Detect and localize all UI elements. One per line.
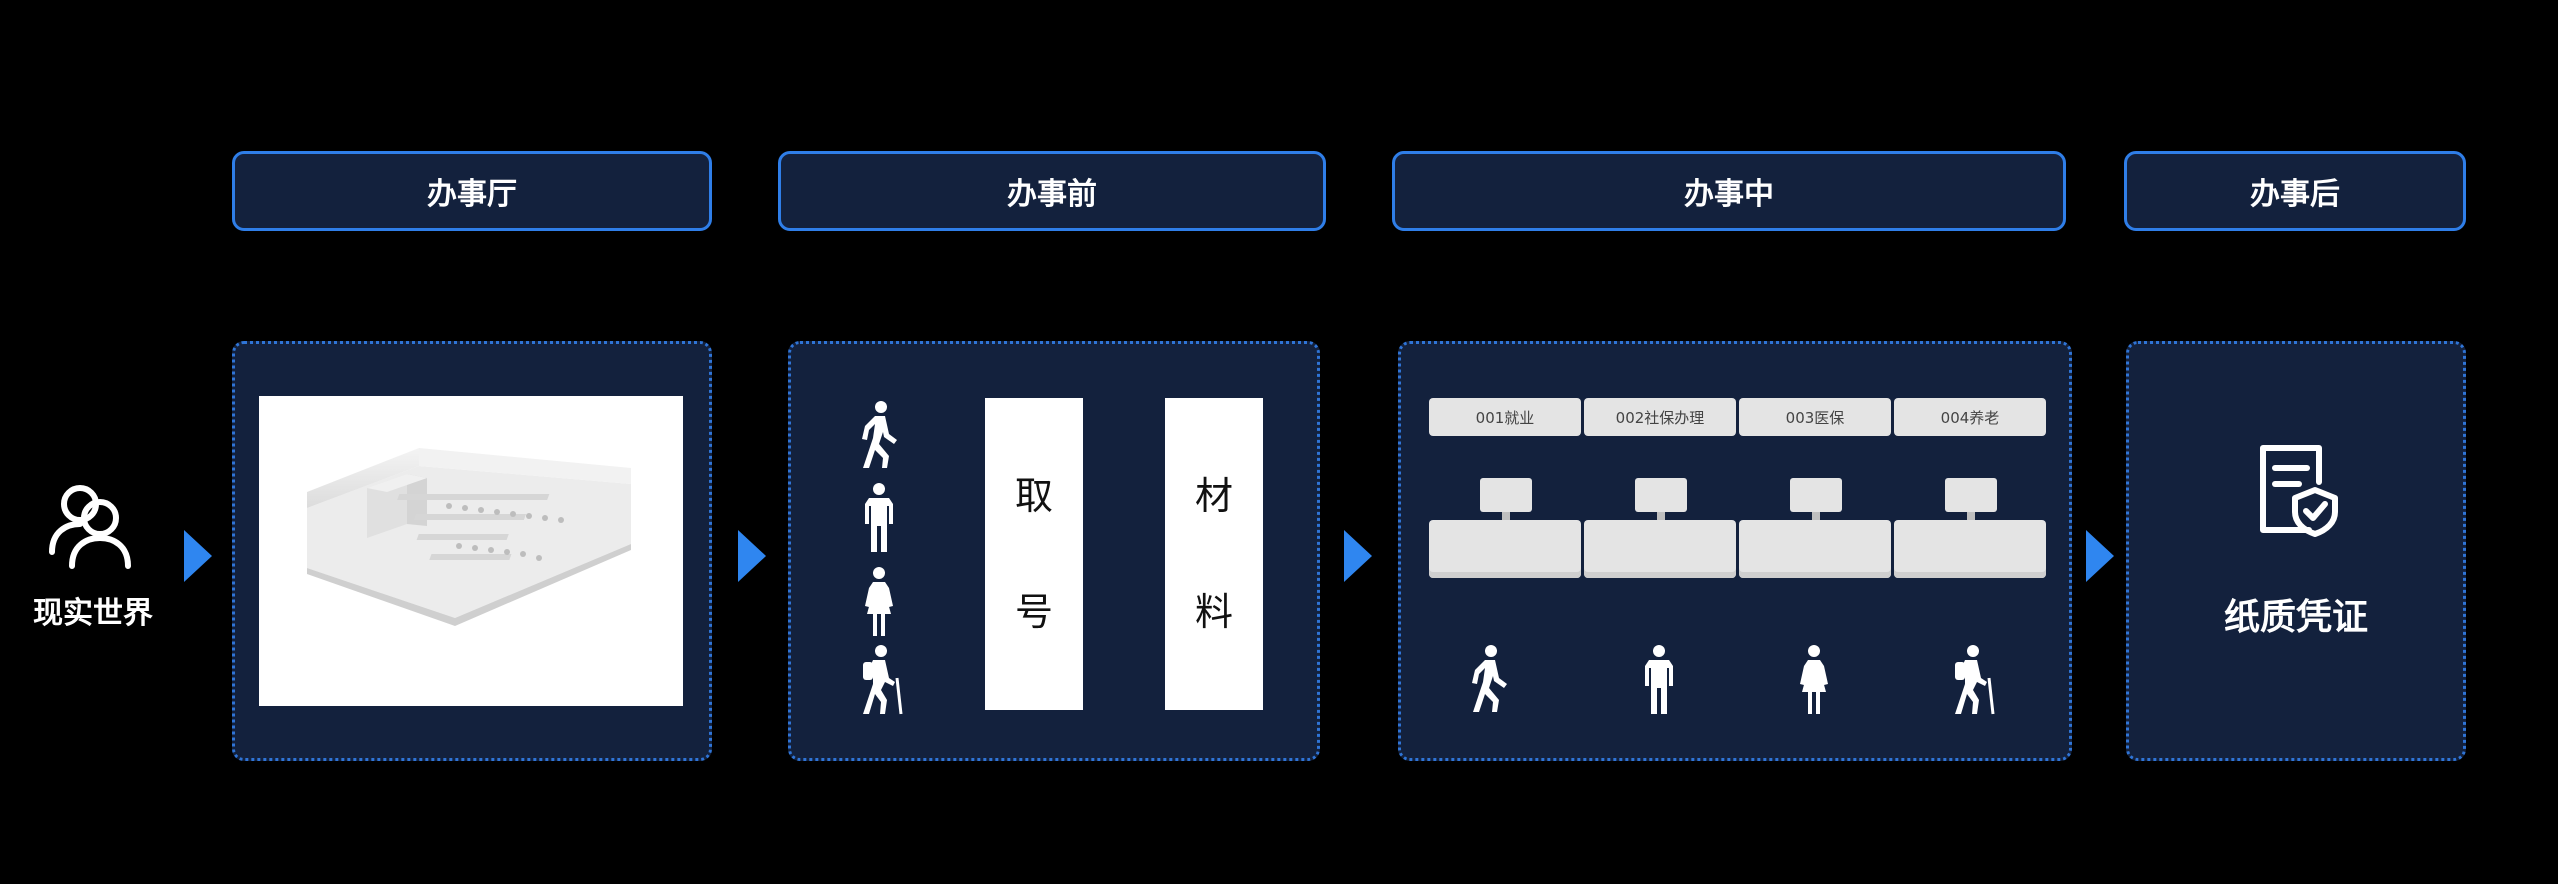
woman-icon (1798, 644, 1830, 720)
counter-sign: 001就业 (1429, 398, 1581, 436)
real-world-label: 现实世界 (33, 596, 153, 631)
counter-sign: 004养老 (1894, 398, 2046, 436)
materials-char: 材 (1194, 474, 1233, 518)
panel-before: 取 号 材 料 (788, 341, 1320, 761)
document-shield-icon (2257, 442, 2341, 542)
service-desk (1584, 520, 1736, 578)
service-desk (1894, 520, 2046, 578)
panel-after: 纸质凭证 (2126, 341, 2466, 761)
flow-arrow (184, 530, 212, 582)
hiker-icon (1947, 644, 2001, 720)
monitor-icon (1945, 478, 1997, 526)
ticket-char: 号 (1014, 590, 1053, 634)
panel-hall (232, 341, 712, 761)
ticket-column: 取 号 (985, 398, 1083, 710)
materials-column: 材 料 (1165, 398, 1263, 710)
materials-char: 料 (1194, 590, 1233, 634)
man-icon (863, 482, 895, 558)
header-during: 办事中 (1392, 151, 2066, 231)
man-icon (1643, 644, 1675, 720)
paper-voucher-label: 纸质凭证 (2223, 597, 2368, 638)
hiker-icon (855, 644, 909, 720)
walking-person-icon (1465, 644, 1513, 718)
flow-arrow (1344, 530, 1372, 582)
counter-sign: 002社保办理 (1584, 398, 1736, 436)
users-icon (46, 478, 138, 574)
header-after: 办事后 (2124, 151, 2466, 231)
flow-arrow (2086, 530, 2114, 582)
counter-sign: 003医保 (1739, 398, 1891, 436)
monitor-icon (1480, 478, 1532, 526)
service-desk (1429, 520, 1581, 578)
header-hall: 办事厅 (232, 151, 712, 231)
panel-during: 001就业 002社保办理 003医保 004养老 (1398, 341, 2072, 761)
flow-arrow (738, 530, 766, 582)
service-desk (1739, 520, 1891, 578)
monitor-icon (1790, 478, 1842, 526)
header-before: 办事前 (778, 151, 1326, 231)
ticket-char: 取 (1014, 474, 1053, 518)
woman-icon (863, 566, 895, 642)
monitor-icon (1635, 478, 1687, 526)
hall-floorplan-image (259, 396, 683, 706)
walking-person-icon (855, 400, 903, 474)
